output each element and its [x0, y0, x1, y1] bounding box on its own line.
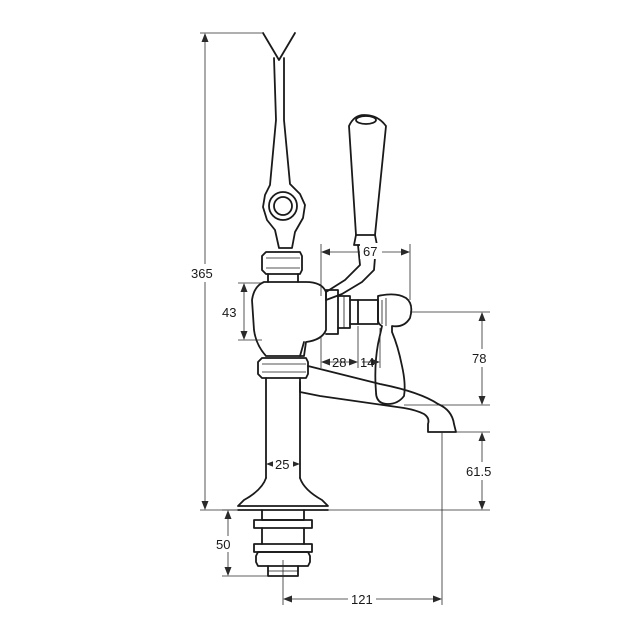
base-flange: [237, 477, 329, 511]
dim-body-height: 43: [220, 282, 262, 341]
dim-lever-height-label: 78: [472, 351, 486, 366]
lower-nut: [257, 357, 309, 379]
dim-spout-clearance-label: 61.5: [466, 464, 491, 479]
dim-overall-height-label: 365: [191, 266, 213, 281]
spout: [299, 365, 457, 433]
dim-body-height-label: 43: [222, 305, 236, 320]
dim-lever-height: 78: [404, 311, 494, 406]
dim-valve-width-label: 14: [360, 355, 374, 370]
dim-spout-reach: 121: [282, 432, 443, 607]
dim-spout-reach-label: 121: [351, 592, 373, 607]
dim-tail-height: 50: [214, 509, 268, 577]
dim-body-offset: 28: [320, 326, 359, 370]
dim-stem-diameter: 25: [266, 456, 300, 472]
threaded-tail: [253, 509, 313, 577]
dim-tail-height-label: 50: [216, 537, 230, 552]
dim-overall-height: 365: [189, 32, 262, 511]
dim-valve-width: 14: [360, 328, 381, 370]
stem: [265, 377, 301, 479]
dim-body-offset-label: 28: [332, 355, 346, 370]
waste-lever: [262, 32, 306, 249]
lever-handle: [325, 114, 387, 301]
dim-stem-diameter-label: 25: [275, 457, 289, 472]
dim-lever-reach-label: 67: [363, 244, 377, 259]
top-nut: [261, 251, 303, 283]
dim-lever-reach: 67: [320, 243, 411, 300]
valve-body: [251, 281, 359, 357]
dim-spout-clearance: 61.5: [328, 431, 496, 511]
side-handle: [357, 293, 413, 405]
